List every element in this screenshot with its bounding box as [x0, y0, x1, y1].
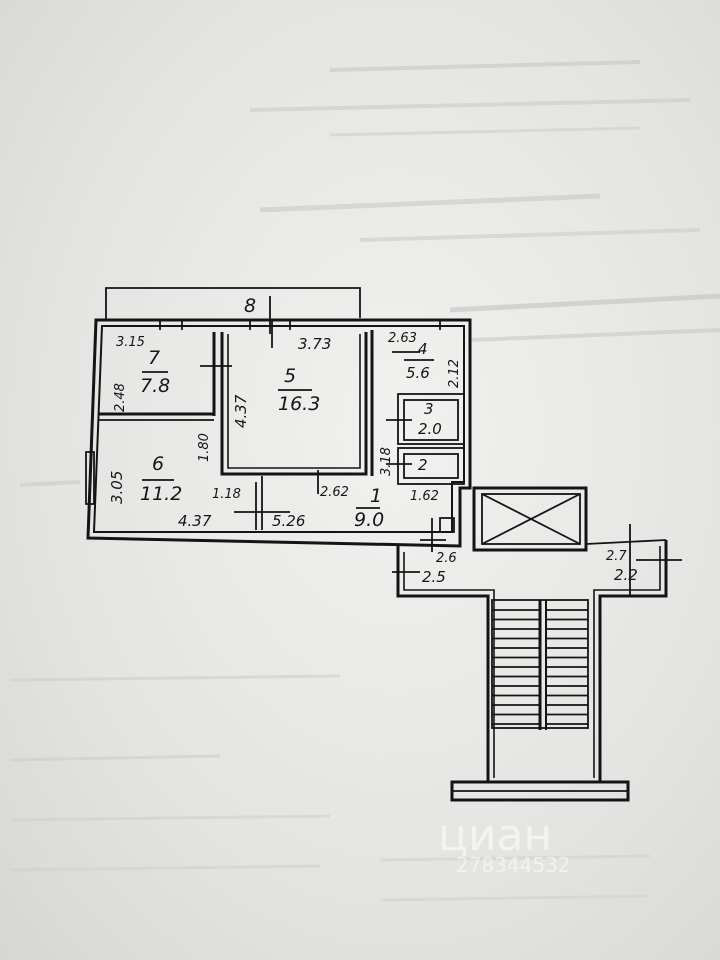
room-4-number: 4	[418, 340, 428, 358]
room-5-area: 16.3	[278, 393, 320, 415]
room-2-label: 2	[418, 456, 428, 474]
elevator-shaft	[472, 486, 588, 552]
room-7-number: 7	[148, 347, 160, 369]
room-3-label: 3 2.0	[418, 400, 442, 438]
dim-corridor-side: 1.80	[197, 433, 212, 462]
dim-room5-side: 4.37	[232, 394, 250, 428]
room-4-label: 4 5.6	[404, 340, 434, 382]
outer-walls	[86, 318, 472, 548]
watermark: циан 278344532	[438, 810, 571, 877]
dim-landing-22: 2.2	[614, 566, 638, 584]
dim-room7-side: 2.48	[113, 383, 128, 412]
dim-top-left: 3.15	[116, 335, 145, 350]
dim-room6-side: 3.05	[108, 471, 126, 504]
dim-landing-26: 2.6	[436, 551, 457, 566]
room-3-number: 3	[424, 400, 434, 418]
room-5-number: 5	[284, 365, 296, 387]
dim-bottom-118: 1.18	[212, 487, 241, 502]
dim-bottom-526: 5.26	[272, 512, 305, 530]
room-7-area: 7.8	[140, 375, 170, 397]
overall-width-label: 8	[244, 295, 256, 317]
dim-landing-25: 2.5	[422, 568, 446, 586]
room-6-label: 6 11.2	[140, 453, 182, 505]
dim-small-side: 3.18	[379, 447, 394, 476]
dim-top-mid: 3.73	[298, 335, 331, 353]
room-2-number: 2	[418, 456, 428, 474]
dim-bottom-262: 2.62	[320, 485, 349, 500]
dimension-ticks	[200, 320, 446, 573]
watermark-id: 278344532	[456, 853, 571, 877]
room-4-area: 5.6	[406, 364, 430, 382]
dim-bottom-162: 1.62	[410, 489, 439, 504]
ground-slab	[450, 780, 630, 802]
staircase	[491, 599, 589, 730]
stair-landing	[396, 524, 682, 782]
internal-walls	[85, 320, 465, 552]
dim-top-right: 2.63	[388, 331, 417, 346]
dimension-labels: 8 3.15 3.73 2.63 2.12 2.48 4.37 3.05 1.8…	[108, 295, 638, 586]
room-7-label: 7 7.8	[140, 347, 170, 397]
dim-bottom-437: 4.37	[178, 512, 212, 530]
room-1-label: 1 9.0	[354, 485, 384, 531]
room-1-area: 9.0	[354, 509, 384, 531]
room-3-area: 2.0	[418, 420, 442, 438]
watermark-brand: циан	[438, 810, 552, 861]
dim-landing-27: 2.7	[606, 549, 627, 564]
room-5-label: 5 16.3	[278, 365, 320, 415]
room-labels: 7 7.8 5 16.3 4 5.6 3 2.0 2 6	[140, 340, 442, 531]
room-6-number: 6	[152, 453, 164, 475]
room-1-number: 1	[370, 485, 382, 507]
room-6-area: 11.2	[140, 483, 182, 505]
overall-dimension-bar	[105, 287, 361, 334]
bleed-through-text	[9, 60, 720, 902]
dim-right-top: 2.12	[447, 359, 462, 388]
